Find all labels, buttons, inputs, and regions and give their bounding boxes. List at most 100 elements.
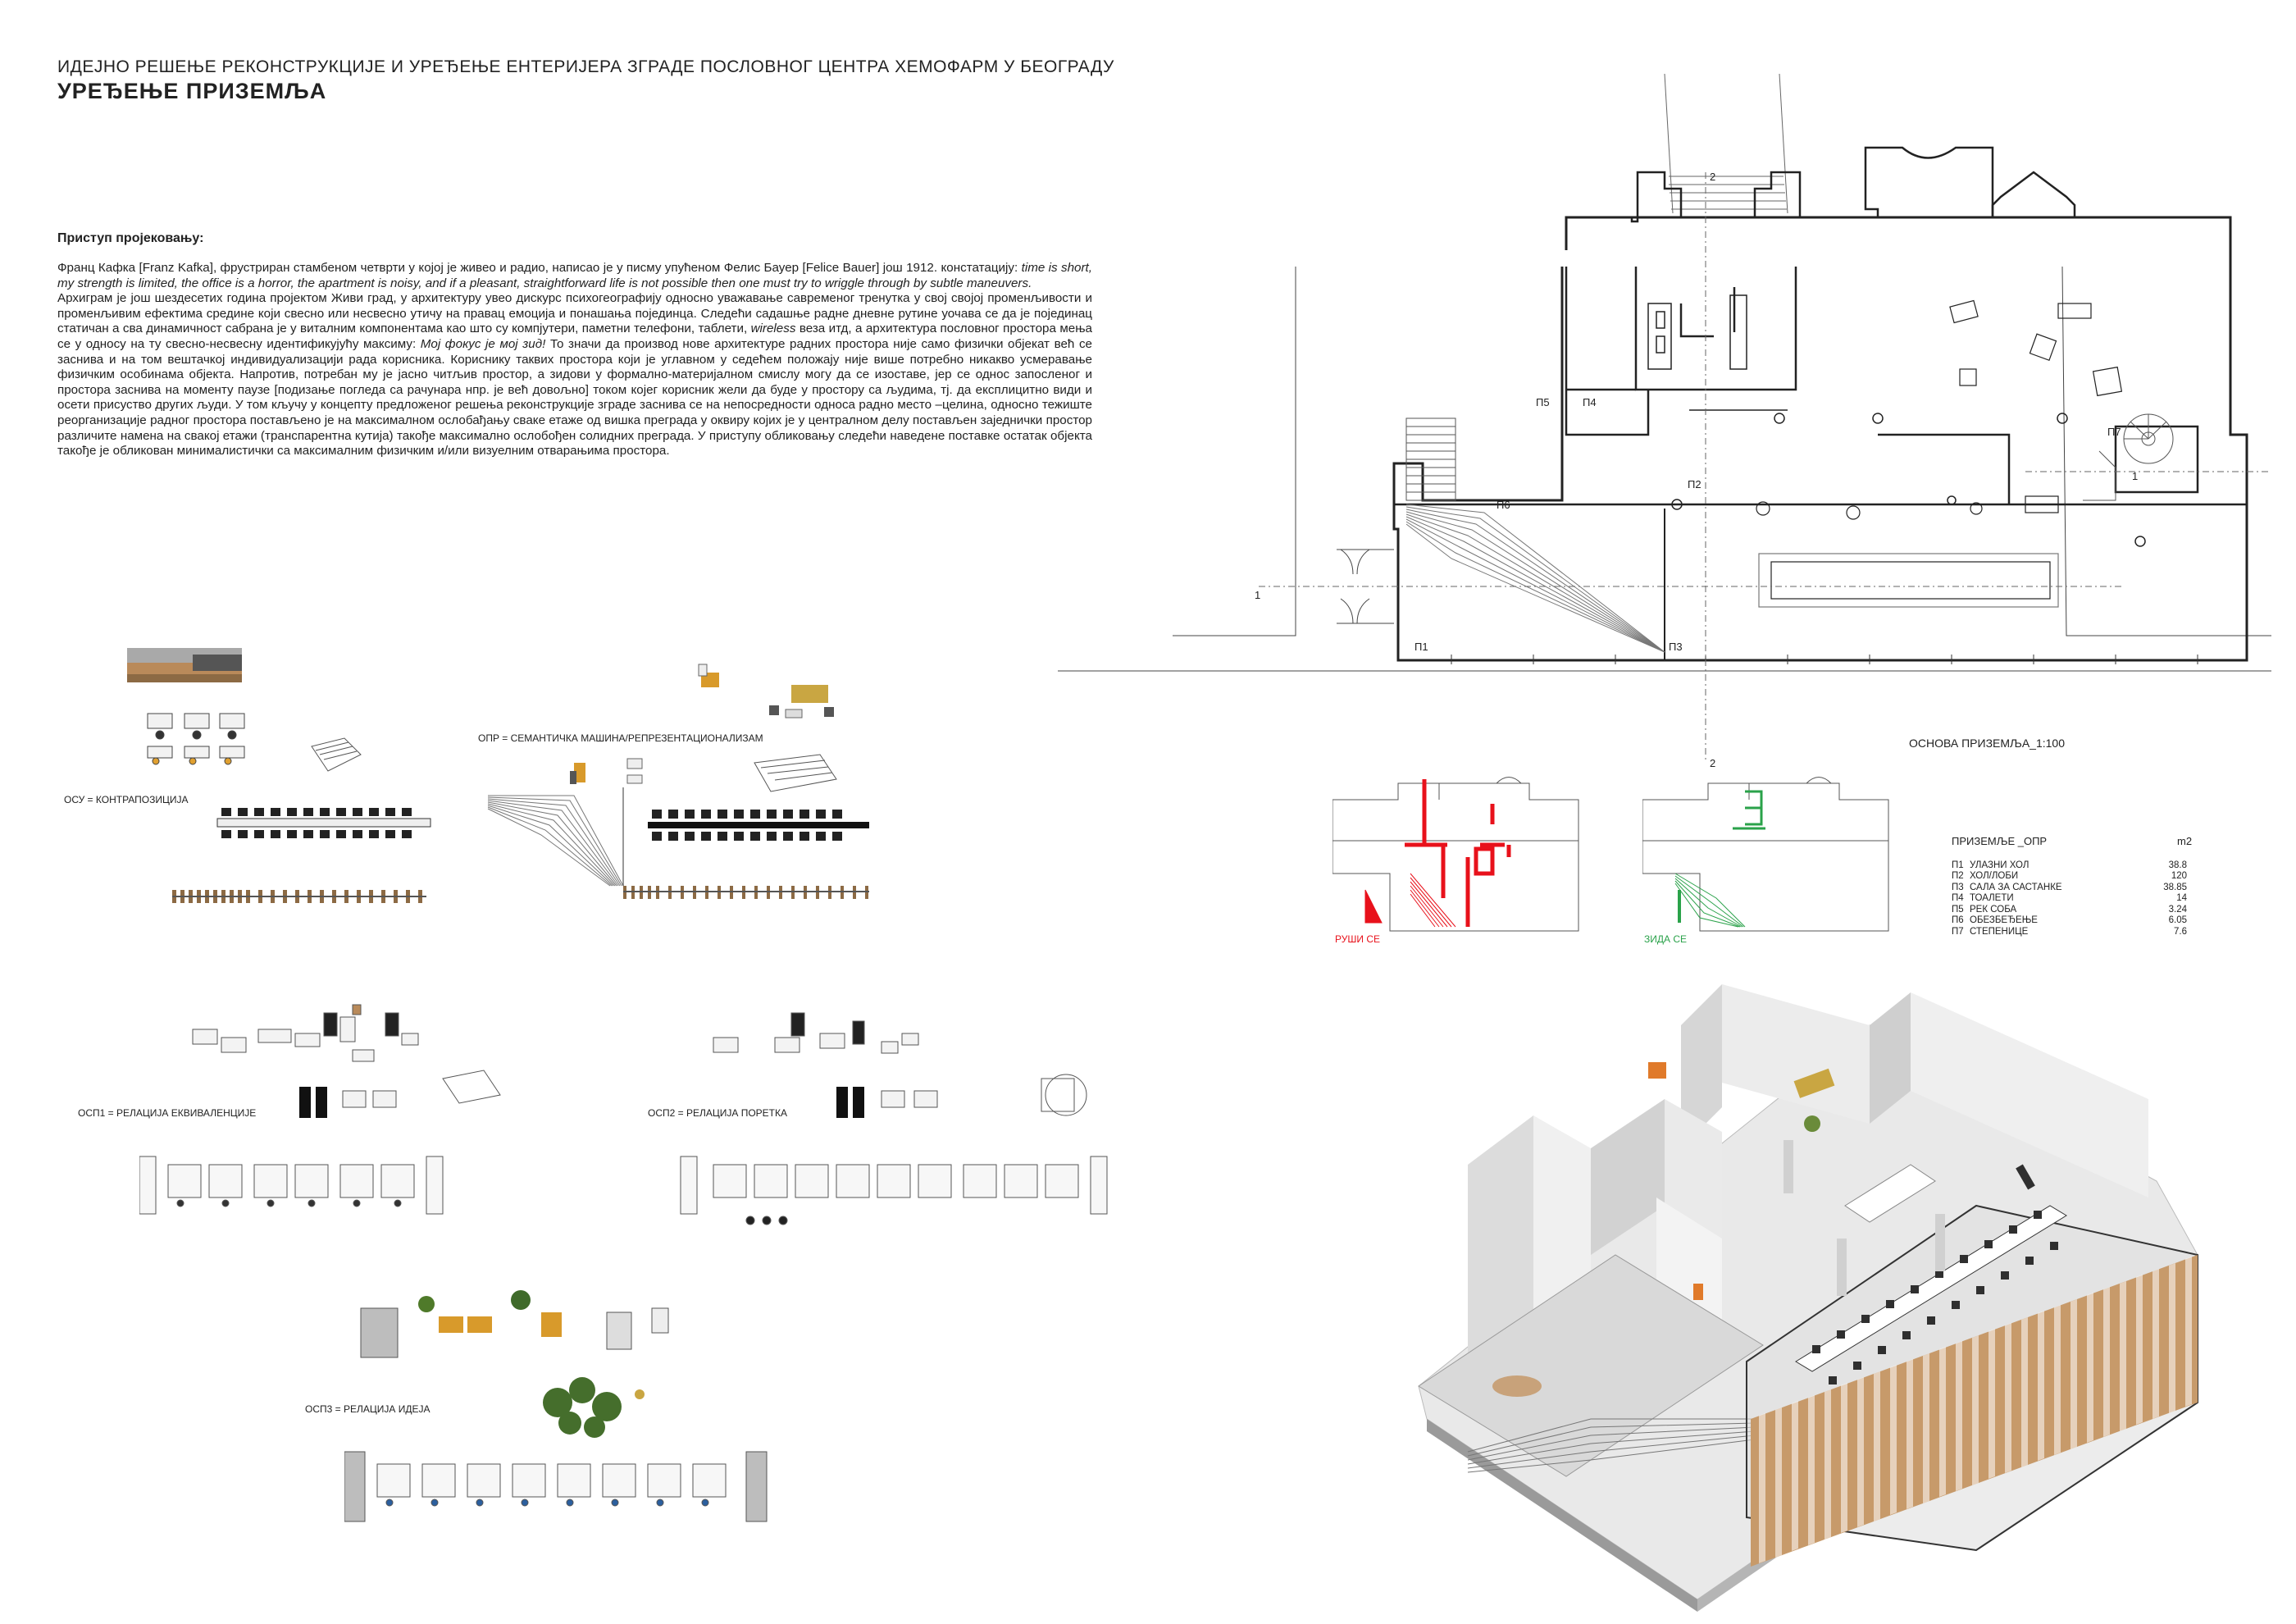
- wireless-word: wireless: [750, 322, 796, 336]
- opr-fan-lines: [487, 787, 624, 887]
- opr-stair: [754, 754, 837, 792]
- stair-3d: [1844, 1164, 1936, 1223]
- osp2-panels: [836, 1074, 1087, 1118]
- axonometric-3d-view: [1418, 984, 2198, 1612]
- slab-edge: [1427, 1419, 1697, 1612]
- room-label-p4: П4: [1583, 396, 1597, 408]
- area-name: ОБЕЗБЕЂЕЊЕ: [1970, 915, 2038, 926]
- small-workstations: [147, 713, 245, 765]
- sheet-title: УРЕЂЕЊЕ ПРИЗЕМЉА: [57, 79, 327, 103]
- project-subtitle: ИДЕЈНО РЕШЕЊЕ РЕКОНСТРУКЦИЈЕ И УРЕЂЕЊЕ Е…: [57, 57, 1114, 76]
- screen-3d: [2016, 1164, 2035, 1190]
- osu-label: ОСУ = КОНТРАПОЗИЦИЈА: [64, 794, 189, 805]
- room-labels: П1 П2 П3 П4 П5 П6 П7: [1414, 396, 2121, 653]
- approach-text-1a: Франц Кафка [Franz Kafka], фрустриран ст…: [57, 261, 1022, 275]
- section-lines: [1259, 172, 2271, 763]
- area-name: УЛАЗНИ ХОЛ: [1970, 860, 2029, 870]
- new-fan: [1674, 873, 1746, 928]
- osp1-label: ОСП1 = РЕЛАЦИЈА ЕКВИВАЛЕНЦИЈЕ: [78, 1107, 257, 1119]
- area-value: 3.24: [2168, 904, 2187, 915]
- demolished-fan: [1364, 873, 1456, 928]
- area-code: П5: [1952, 904, 1964, 915]
- area-code: П6: [1952, 915, 1964, 926]
- interior-walls: [1394, 267, 2247, 506]
- area-value: 7.6: [2174, 926, 2187, 937]
- back-wall-top: [1722, 984, 1870, 1124]
- area-name: СТЕПЕНИЦЕ: [1970, 926, 2029, 937]
- plan-caption: ОСНОВА ПРИЗЕМЉА_1:100: [1909, 737, 2065, 750]
- osp3-label: ОСП3 = РЕЛАЦИЈА ИДЕЈА: [305, 1403, 430, 1415]
- spiral-stair: [2083, 413, 2174, 501]
- left-stair: [1405, 417, 1456, 501]
- room-label-p7: П7: [2107, 426, 2121, 438]
- columns: [1671, 413, 2146, 547]
- osp1-bench-row: [139, 1156, 444, 1215]
- demolish-plan: [1332, 777, 1579, 932]
- area-name: ТОАЛЕТИ: [1970, 893, 2014, 904]
- room-label-p6: П6: [1496, 499, 1510, 511]
- osp3-plants: [543, 1377, 645, 1438]
- section-mark-1-right: 1: [2132, 470, 2138, 482]
- wood-louvre-facade: [1751, 1255, 2198, 1567]
- area-code: П1: [1952, 860, 1964, 870]
- lobby-sofa-3d: [1793, 1068, 1835, 1098]
- approach-heading: Приступ пројековању:: [57, 231, 204, 245]
- columns-3d: [1784, 1140, 1945, 1296]
- area-value: 38.85: [2163, 882, 2187, 892]
- top-bays: [1630, 146, 2076, 223]
- areas-title: ПРИЗЕМЉЕ _ОПР: [1952, 835, 2048, 847]
- approach-paragraph-2: Архиграм је још шездесетих година пројек…: [57, 291, 1092, 459]
- room-label-p3: П3: [1669, 641, 1683, 653]
- table-row: П6 ОБЕЗБЕЂЕЊЕ 6.05: [1952, 915, 2187, 927]
- motto: Мој фокус је мој зид!: [420, 336, 546, 351]
- area-value: 14: [2176, 893, 2187, 904]
- osp3-diagram: [344, 1290, 768, 1522]
- hemofarm-logo: [1492, 1375, 1542, 1397]
- opr-security-desk: [570, 758, 643, 784]
- osu-opr-diagram: [127, 648, 869, 903]
- area-code: П3: [1952, 882, 1964, 892]
- meeting-table: [1758, 553, 2059, 608]
- stair-sketch: [311, 737, 362, 772]
- top-steps: [1664, 73, 1788, 214]
- reception-counter: [127, 648, 242, 682]
- demolished-walls: [1405, 779, 1511, 927]
- build-label: ЗИДА СЕ: [1644, 933, 1688, 945]
- area-code: П2: [1952, 871, 1964, 882]
- plant-3d: [1804, 1115, 1820, 1132]
- area-name: РЕК СОБА: [1970, 904, 2017, 915]
- area-name: ХОЛ/ЛОБИ: [1970, 871, 2019, 882]
- wood-louvres-osu: [172, 890, 426, 903]
- areas-unit: m2: [2177, 835, 2193, 847]
- opr-armchair: [698, 664, 719, 687]
- room-label-p2: П2: [1688, 478, 1702, 490]
- osp2-workgroups: [713, 1012, 919, 1054]
- osp3-top-row: [360, 1290, 669, 1358]
- section-mark-2-top: 2: [1710, 171, 1715, 183]
- osp2-label: ОСП2 = РЕЛАЦИЈА ПОРЕТКА: [648, 1107, 787, 1119]
- room-label-p5: П5: [1536, 396, 1550, 408]
- area-value: 6.05: [2168, 915, 2187, 926]
- entry-doors: [1337, 549, 1394, 624]
- section-marks: 1 1 2 2: [1255, 171, 2138, 769]
- approach-text-2c: То значи да производ нове архитектуре ра…: [57, 336, 1092, 458]
- conference-row-osu: [216, 808, 431, 838]
- toilet-fixtures: [1647, 294, 1788, 411]
- approach-text-2a: Архиграм је још шездесетих година пројек…: [57, 291, 1092, 336]
- new-walls: [1733, 790, 1765, 830]
- osp1-panels: [299, 1070, 501, 1118]
- section-mark-1-left: 1: [1255, 589, 1260, 601]
- osp3-bench-row: [344, 1451, 768, 1522]
- orange-panel: [1693, 1284, 1703, 1300]
- demolish-label: РУШИ СЕ: [1335, 933, 1380, 945]
- meeting-chairs: [1812, 1211, 2058, 1385]
- approach-paragraph-1: Франц Кафка [Franz Kafka], фрустриран ст…: [57, 261, 1092, 291]
- conference-row-opr: [648, 810, 869, 841]
- wood-louvres-opr: [623, 886, 869, 899]
- reception-orange-3d: [1648, 1062, 1666, 1079]
